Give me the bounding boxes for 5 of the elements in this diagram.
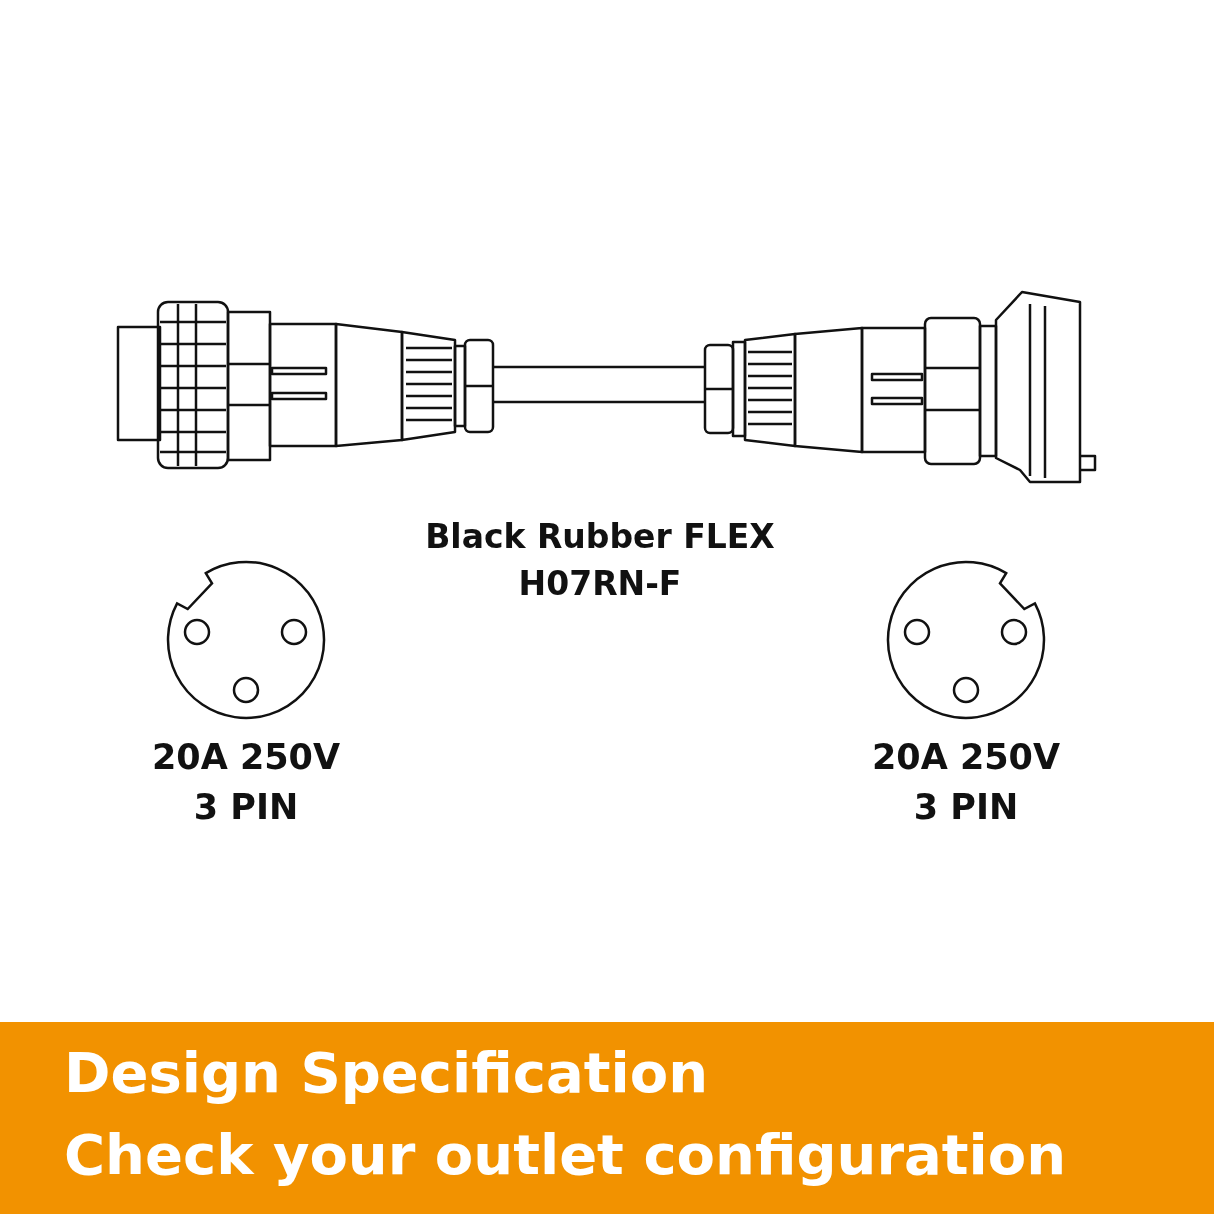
rating-label: 20A 250V 3 PIN — [870, 736, 1062, 829]
banner-caption: Check your outlet configuration — [64, 1122, 1067, 1187]
rating-label: 20A 250V 3 PIN — [150, 736, 342, 829]
cable-type-label: Black Rubber FLEX H07RN-F — [424, 516, 776, 605]
banner-title: Design Specification — [64, 1040, 709, 1105]
